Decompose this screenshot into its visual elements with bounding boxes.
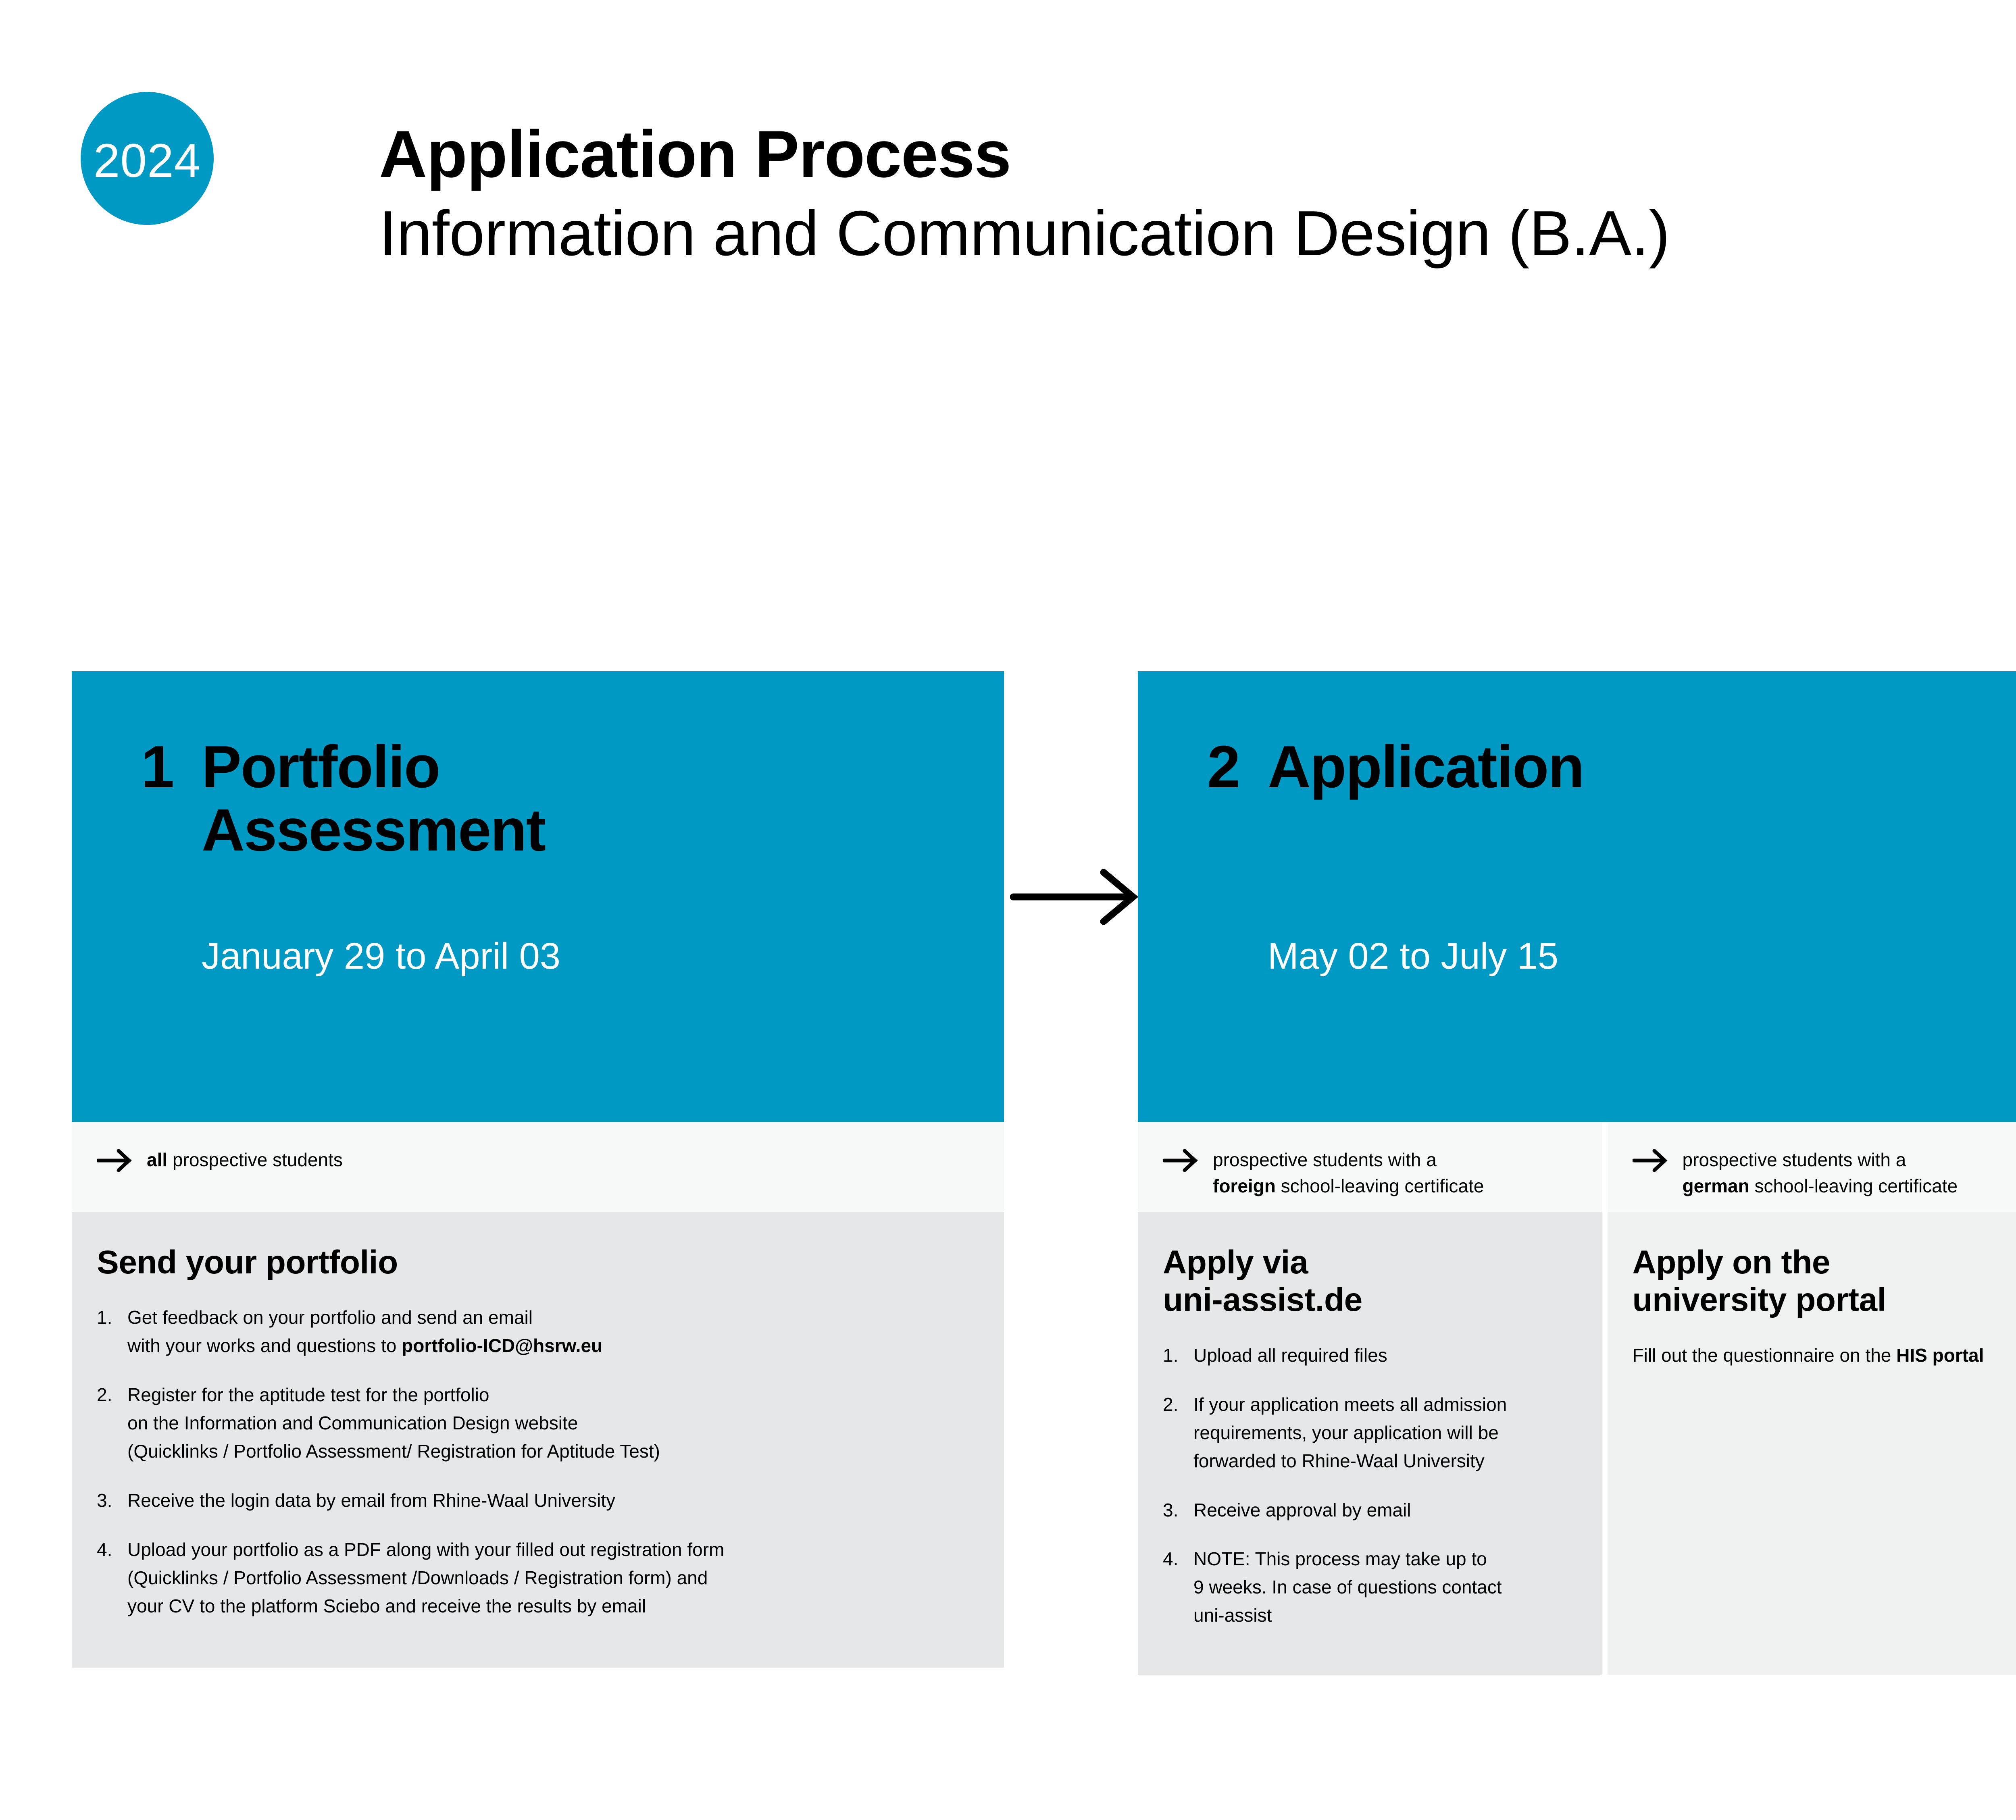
step-title-row: 1 Portfolio Assessment xyxy=(141,734,980,863)
list-item-number: 4. xyxy=(97,1539,112,1560)
list-item: 1. Upload all required files xyxy=(1163,1342,1574,1370)
list-item-number: 3. xyxy=(97,1490,112,1511)
audience-banner: all prospective students xyxy=(72,1122,1004,1212)
list-item: 4. Upload your portfolio as a PDF along w… xyxy=(97,1536,976,1620)
list-item-text: Receive the login data by email from Rhi… xyxy=(127,1490,616,1511)
year-label: 2024 xyxy=(93,134,201,187)
step-title: Application xyxy=(1268,734,1585,800)
step-body-title: Apply via uni-assist.de xyxy=(1163,1244,1362,1319)
list-item-text: Get feedback on your portfolio and send … xyxy=(127,1307,603,1356)
step-body-title: Apply on the university portal xyxy=(1632,1244,1887,1319)
page-subtitle: Information and Communication Design (B.… xyxy=(379,198,1670,269)
list-item: 3. Receive the login data by email from R… xyxy=(97,1487,976,1515)
list-item-number: 2. xyxy=(1163,1394,1179,1415)
step-instruction-list: 1. Get feedback on your portfolio and sen… xyxy=(97,1304,976,1620)
step-instruction-list: 1. Upload all required files 2. If your app… xyxy=(1163,1342,1574,1630)
list-item-text: Upload all required files xyxy=(1193,1344,1387,1366)
step-body-note: Fill out the questionnaire on the HIS po… xyxy=(1632,1344,1984,1366)
list-item-text: NOTE: This process may take up to 9 week… xyxy=(1193,1548,1502,1626)
step-body: Apply via uni-assist.de 1. Upload all requ… xyxy=(1138,1212,1602,1675)
list-item: 2. Register for the aptitude test for the… xyxy=(97,1381,976,1466)
list-item-emphasis: portfolio-ICD@hsrw.eu xyxy=(402,1335,603,1356)
step-date-range: May 02 to July 15 xyxy=(1268,936,1559,977)
list-item-number: 1. xyxy=(1163,1344,1179,1366)
list-item: 4. NOTE: This process may take up to 9 we… xyxy=(1163,1545,1574,1630)
year-badge: 2024 xyxy=(81,92,214,225)
audience-keyword: german xyxy=(1682,1175,1749,1197)
step-header-inner: 1 Portfolio Assessment xyxy=(141,734,980,863)
list-item-number: 3. xyxy=(1163,1499,1179,1520)
arrow-step-1-to-2 xyxy=(1010,867,1143,927)
list-item-text: Upload your portfolio as a PDF along wit… xyxy=(127,1539,725,1616)
note-emphasis: HIS portal xyxy=(1896,1344,1984,1366)
list-item: 1. Get feedback on your portfolio and sen… xyxy=(97,1304,976,1360)
step-body-title: Send your portfolio xyxy=(97,1244,398,1281)
step-header-inner: 2 Application xyxy=(1207,734,2016,800)
list-item-number: 4. xyxy=(1163,1548,1179,1570)
list-item: 2. If your application meets all admissio… xyxy=(1163,1391,1574,1475)
step-title-row: 2 Application xyxy=(1207,734,2016,800)
step-body: Send your portfolio 1. Get feedback on you… xyxy=(72,1212,1004,1668)
step-title: Portfolio Assessment xyxy=(202,734,546,863)
step-number: 2 xyxy=(1207,734,1240,800)
list-item-text: Register for the aptitude test for the p… xyxy=(127,1384,660,1462)
audience-keyword: foreign xyxy=(1213,1175,1276,1197)
arrow-right-icon xyxy=(97,1149,132,1172)
page-header: 2024 Application Process Information and… xyxy=(0,0,2016,363)
step-date-range: January 29 to April 03 xyxy=(202,936,560,977)
page-title: Application Process xyxy=(379,117,1011,191)
title-block: Application Process Information and Comm… xyxy=(379,117,1670,270)
list-item-number: 2. xyxy=(97,1384,112,1406)
list-item-text: Receive approval by email xyxy=(1193,1499,1411,1520)
list-item-number: 1. xyxy=(97,1307,112,1328)
list-item: 3. Receive approval by email xyxy=(1163,1496,1574,1525)
audience-keyword: all xyxy=(147,1149,168,1170)
arrow-right-icon xyxy=(1632,1149,1668,1172)
audience-label: all prospective students xyxy=(147,1149,343,1170)
list-item-text: If your application meets all admission … xyxy=(1193,1394,1507,1471)
arrow-right-icon xyxy=(1163,1149,1198,1172)
step-number: 1 xyxy=(141,734,174,800)
